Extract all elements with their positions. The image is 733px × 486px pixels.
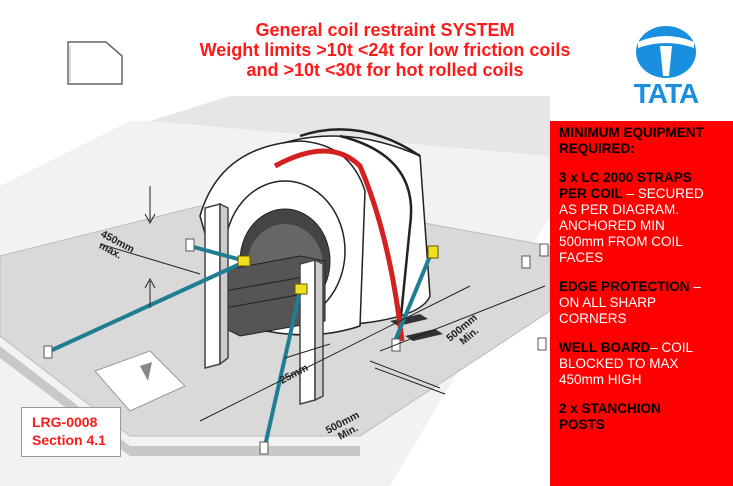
coil-restraint-diagram: 450mm max. 25mm 500mm Min. 500mm Min. — [0, 96, 550, 486]
reference-code: LRG-0008 — [32, 414, 98, 430]
deck-hatch — [94, 350, 186, 412]
item-straps: 3 x LC 2000 STRAPS PER COIL – SECURED AS… — [559, 170, 704, 265]
title-line-2: Weight limits >10t <24t for low friction… — [199, 40, 571, 60]
deck-back-lane — [150, 96, 550, 156]
red-strap — [273, 148, 405, 342]
title-line-3: and >10t <30t for hot rolled coils — [246, 60, 524, 80]
document-outline-icon — [67, 41, 123, 85]
item-well-board: WELL BOARD– COIL BLOCKED TO MAX 450mm HI… — [559, 340, 694, 387]
hatch-handle — [140, 362, 152, 381]
panel-header: MINIMUM EQUIPMENT REQUIRED: — [559, 125, 704, 156]
dimension-lines — [99, 186, 546, 422]
stanchion-posts — [204, 202, 324, 405]
equipment-panel: MINIMUM EQUIPMENT REQUIRED: 3 x LC 2000 … — [550, 121, 733, 486]
reference-section: Section 4.1 — [32, 432, 106, 448]
tata-logo-icon — [636, 26, 696, 78]
item-stanchion: 2 x STANCHION POSTS — [559, 401, 661, 432]
lashing-straps — [49, 244, 432, 447]
title-line-1: General coil restraint SYSTEM — [255, 20, 515, 40]
logo-text: TATA — [633, 78, 699, 109]
ratchet-buckles — [237, 245, 439, 295]
reference-box: LRG-0008 Section 4.1 — [21, 407, 121, 457]
item-edge-protection: EDGE PROTECTION – ON ALL SHARP CORNERS — [559, 279, 701, 326]
slide-title: General coil restraint SYSTEM Weight lim… — [150, 20, 620, 80]
